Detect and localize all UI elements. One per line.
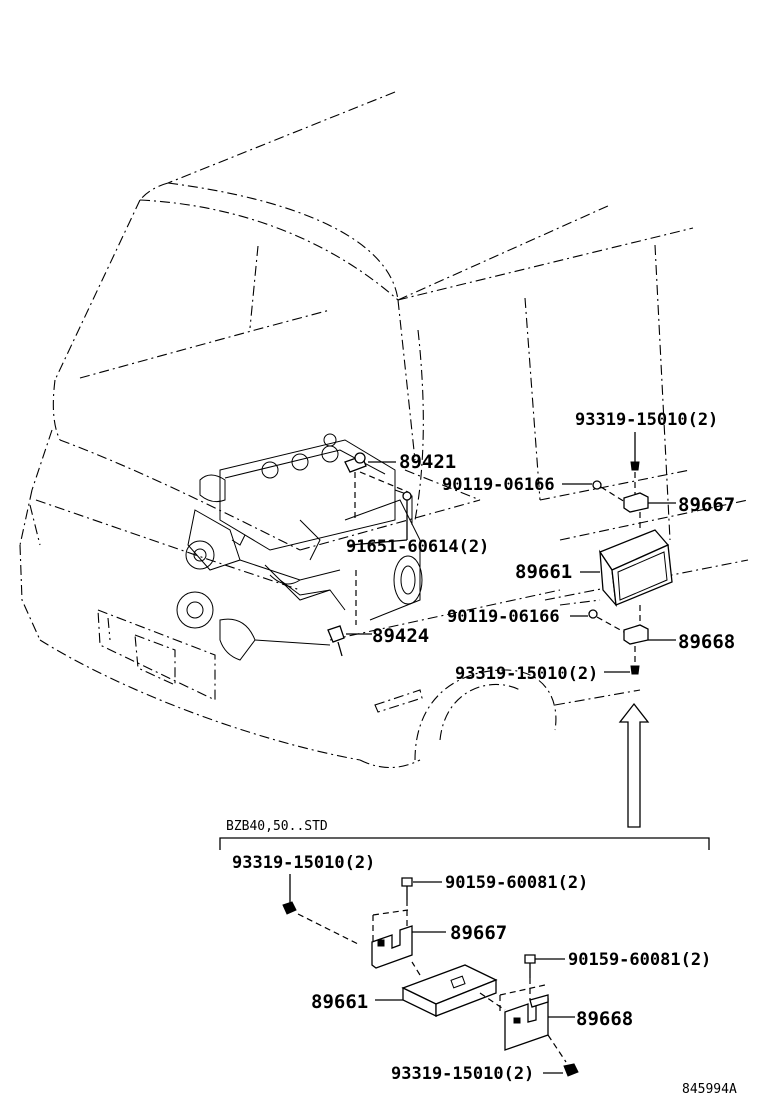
bracket-89668-top-icon xyxy=(623,624,676,645)
screw-93319-mid-icon xyxy=(604,646,640,675)
detail-bracket-frame xyxy=(219,837,710,850)
variant-label: BZB40,50..STD xyxy=(226,819,328,834)
bracket-89667-detail-icon xyxy=(371,909,446,969)
part-label-89424: 89424 xyxy=(372,625,429,647)
part-label-93319-15010-detail-top: 93319-15010(2) xyxy=(232,853,375,873)
part-label-93319-15010-mid: 93319-15010(2) xyxy=(455,664,598,684)
detail-arrow-icon xyxy=(618,702,650,828)
part-label-89667-top: 89667 xyxy=(678,494,735,516)
bolt-90119-mid-icon xyxy=(570,609,625,633)
part-label-90119-06166-top: 90119-06166 xyxy=(442,475,555,495)
screw-93319-top-icon xyxy=(630,432,640,495)
part-label-89668-detail: 89668 xyxy=(576,1008,633,1030)
screw-93319-detail-bottom-icon xyxy=(543,1063,579,1077)
bolt-90159-a-icon xyxy=(401,877,442,930)
part-label-89667-detail: 89667 xyxy=(450,922,507,944)
part-label-90159-60081-a: 90159-60081(2) xyxy=(445,873,588,893)
part-label-93319-15010-detail-bottom: 93319-15010(2) xyxy=(391,1064,534,1084)
sensor-89424-icon xyxy=(327,570,372,657)
ecu-89661-detail-icon xyxy=(375,961,506,1018)
part-label-90119-06166-mid: 90119-06166 xyxy=(447,607,560,627)
bracket-89668-detail-icon xyxy=(499,984,575,1063)
part-label-91651-60614: 91651-60614(2) xyxy=(346,537,489,557)
part-label-93319-15010-top: 93319-15010(2) xyxy=(575,410,718,430)
bracket-89667-top-icon xyxy=(623,492,676,513)
part-label-89421: 89421 xyxy=(399,451,456,473)
sensor-89421-icon xyxy=(344,452,409,520)
part-label-89668-top: 89668 xyxy=(678,631,735,653)
ecu-89661-top-icon xyxy=(580,512,673,630)
bolt-90119-top-icon xyxy=(562,480,626,503)
bolt-91651-icon xyxy=(349,491,412,546)
screw-93319-detail-top-icon xyxy=(282,874,361,946)
figure-id: 845994A xyxy=(682,1082,737,1097)
part-label-89661-top: 89661 xyxy=(515,561,572,583)
bolt-90159-b-icon xyxy=(524,954,565,1000)
part-label-90159-60081-b: 90159-60081(2) xyxy=(568,950,711,970)
part-label-89661-detail: 89661 xyxy=(311,991,368,1013)
engine-block xyxy=(176,433,423,661)
